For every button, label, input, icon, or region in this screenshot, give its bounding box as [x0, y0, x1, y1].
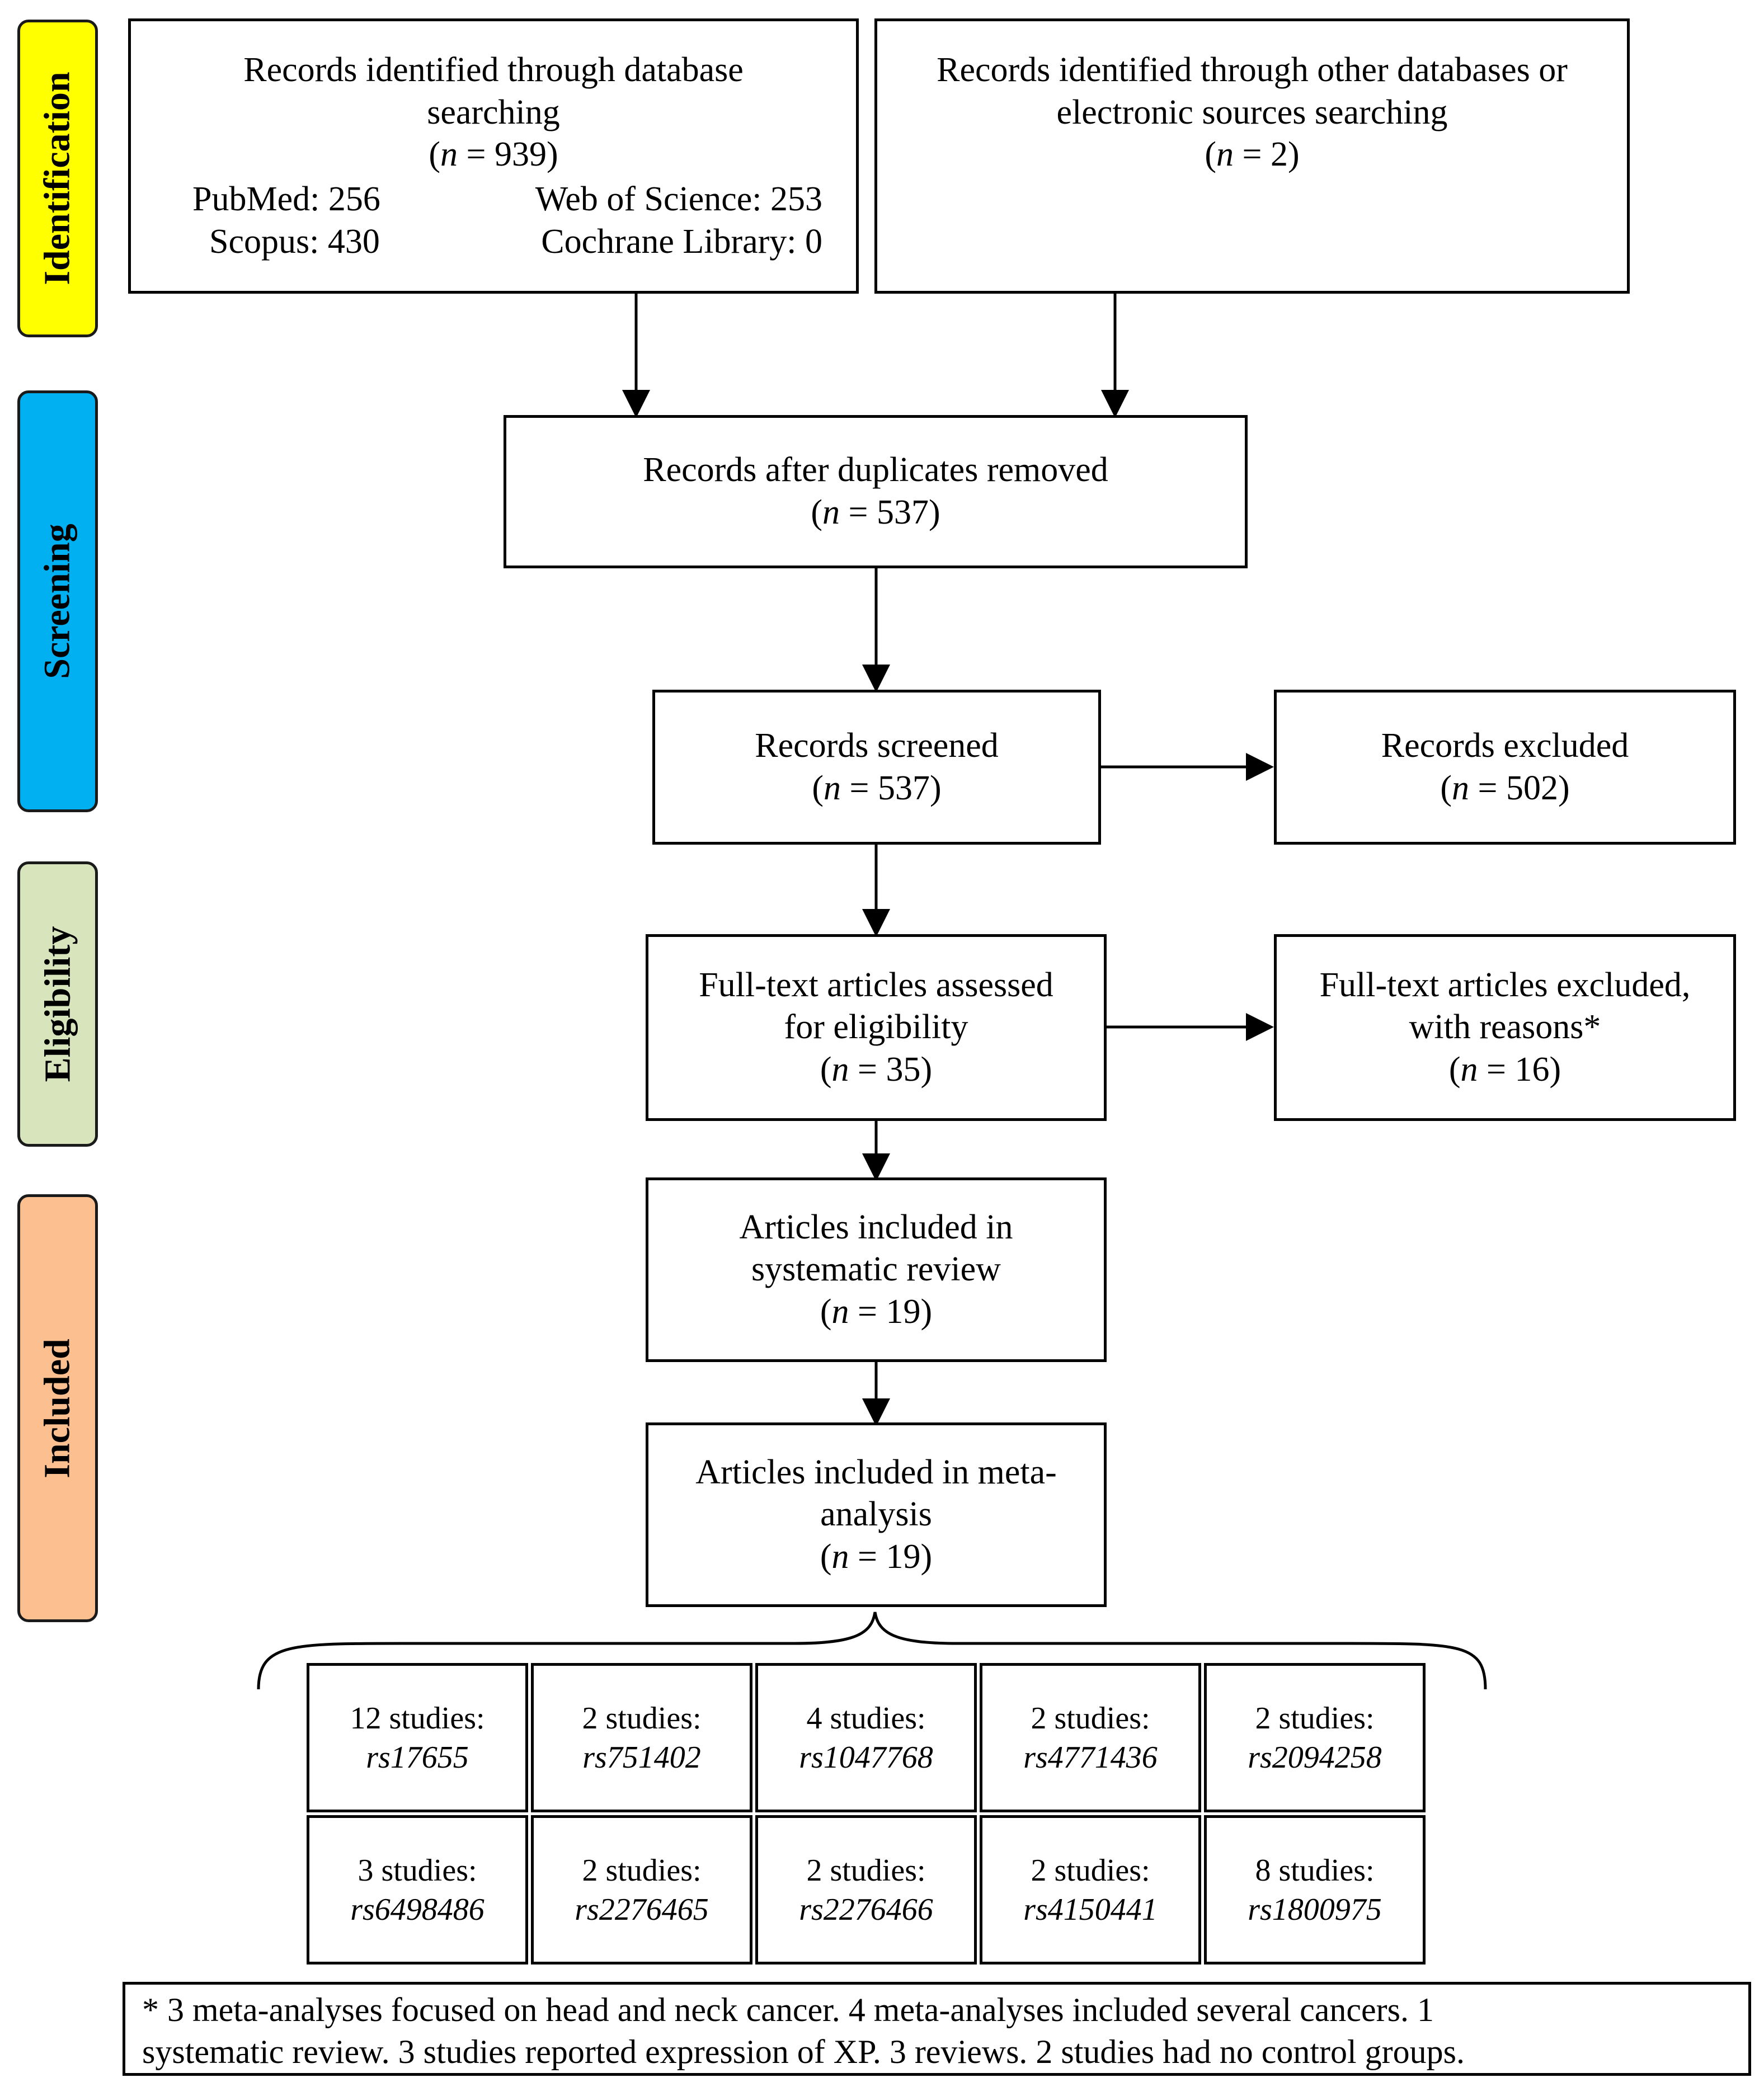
study-cell: 2 studies: rs2276466 — [755, 1815, 977, 1964]
study-cell: 4 studies: rs1047768 — [755, 1663, 977, 1812]
box-database-search: Records identified through database sear… — [128, 18, 859, 294]
study-count: 2 studies: — [1031, 1700, 1150, 1736]
other-search-count: (n = 2) — [1205, 135, 1300, 174]
db-search-count: (n = 939) — [429, 135, 558, 174]
study-snp: rs4771436 — [1023, 1740, 1158, 1775]
study-snp: rs1047768 — [799, 1740, 933, 1775]
stage-label-identification: Identification — [37, 72, 78, 285]
study-cell: 2 studies: rs4150441 — [980, 1815, 1201, 1964]
stage-label-screening: Screening — [37, 524, 78, 679]
study-cell: 2 studies: rs4771436 — [980, 1663, 1201, 1812]
stage-eligibility: Eligibility — [17, 861, 98, 1147]
study-snp: rs751402 — [582, 1740, 701, 1775]
meta-count: (n = 19) — [820, 1537, 933, 1576]
study-cell: 8 studies: rs1800975 — [1204, 1815, 1426, 1964]
study-snp: rs4150441 — [1023, 1892, 1158, 1927]
systematic-count: (n = 19) — [820, 1292, 933, 1331]
fulltext-line2: for eligibility — [784, 1008, 968, 1047]
fulltext-excluded-count: (n = 16) — [1448, 1050, 1561, 1089]
db-search-line2: searching — [427, 93, 560, 131]
study-count: 3 studies: — [357, 1853, 477, 1888]
stage-identification: Identification — [17, 20, 98, 337]
study-cell: 2 studies: rs751402 — [531, 1663, 752, 1812]
study-cell: 3 studies: rs6498486 — [307, 1815, 528, 1964]
study-snp: rs2276465 — [575, 1892, 709, 1927]
study-count: 2 studies: — [582, 1853, 702, 1888]
footnote-line2: systematic review. 3 studies reported ex… — [142, 2033, 1465, 2070]
meta-line1: Articles included in meta- — [695, 1453, 1057, 1491]
dedup-count: (n = 537) — [811, 493, 940, 531]
fulltext-excluded-line2: with reasons* — [1409, 1008, 1601, 1047]
study-snp: rs1800975 — [1248, 1892, 1382, 1927]
other-search-line1: Records identified through other databas… — [937, 51, 1568, 89]
stage-label-included: Included — [37, 1338, 78, 1478]
study-snp: rs2094258 — [1248, 1740, 1382, 1775]
source-pubmed: PubMed: 256 — [192, 180, 380, 218]
study-cell: 12 studies: rs17655 — [307, 1663, 528, 1812]
db-search-line1: Records identified through database — [243, 51, 744, 89]
systematic-line1: Articles included in — [739, 1208, 1013, 1246]
db-sources-row1: PubMed: 256 Web of Science: 253 — [131, 178, 856, 221]
screened-line1: Records screened — [755, 726, 999, 765]
screened-count: (n = 537) — [812, 769, 942, 807]
brace-meta-to-studies — [257, 1612, 1487, 1690]
box-records-screened: Records screened (n = 537) — [652, 690, 1101, 845]
study-count: 2 studies: — [1031, 1853, 1150, 1888]
box-meta-analysis: Articles included in meta- analysis (n =… — [646, 1422, 1107, 1607]
study-count: 2 studies: — [806, 1853, 926, 1888]
footnote-line1: * 3 meta-analyses focused on head and ne… — [142, 1991, 1434, 2028]
study-count: 2 studies: — [1255, 1700, 1375, 1736]
dedup-line1: Records after duplicates removed — [643, 451, 1108, 489]
box-systematic-review: Articles included in systematic review (… — [646, 1177, 1107, 1362]
other-search-line2: electronic sources searching — [1056, 93, 1448, 131]
fulltext-line1: Full-text articles assessed — [699, 965, 1053, 1004]
study-snp: rs2276466 — [799, 1892, 933, 1927]
study-cell: 2 studies: rs2276465 — [531, 1815, 752, 1964]
excluded-line1: Records excluded — [1381, 726, 1629, 765]
study-count: 8 studies: — [1255, 1853, 1375, 1888]
study-count: 4 studies: — [806, 1700, 926, 1736]
source-scopus: Scopus: 430 — [209, 222, 380, 261]
fulltext-excluded-line1: Full-text articles excluded, — [1319, 965, 1691, 1004]
box-fulltext-excluded: Full-text articles excluded, with reason… — [1274, 934, 1736, 1121]
stage-label-eligibility: Eligibility — [37, 926, 78, 1082]
study-count: 12 studies: — [350, 1700, 485, 1736]
systematic-line2: systematic review — [751, 1250, 1001, 1289]
stage-included: Included — [17, 1194, 98, 1622]
study-snp: rs17655 — [366, 1740, 469, 1775]
excluded-count: (n = 502) — [1440, 769, 1570, 807]
box-duplicates-removed: Records after duplicates removed (n = 53… — [504, 415, 1248, 568]
footnote: * 3 meta-analyses focused on head and ne… — [123, 1982, 1751, 2076]
box-other-search: Records identified through other databas… — [874, 18, 1630, 294]
box-records-excluded: Records excluded (n = 502) — [1274, 690, 1736, 845]
fulltext-count: (n = 35) — [820, 1050, 933, 1089]
db-sources-row2: Scopus: 430 Cochrane Library: 0 — [131, 221, 856, 263]
study-count: 2 studies: — [582, 1700, 702, 1736]
meta-line2: analysis — [820, 1495, 932, 1534]
study-snp: rs6498486 — [350, 1892, 484, 1927]
source-cochrane: Cochrane Library: 0 — [541, 222, 822, 261]
source-web-of-science: Web of Science: 253 — [535, 180, 822, 218]
box-fulltext-assessed: Full-text articles assessed for eligibil… — [646, 934, 1107, 1121]
stage-screening: Screening — [17, 390, 98, 812]
study-cell: 2 studies: rs2094258 — [1204, 1663, 1426, 1812]
